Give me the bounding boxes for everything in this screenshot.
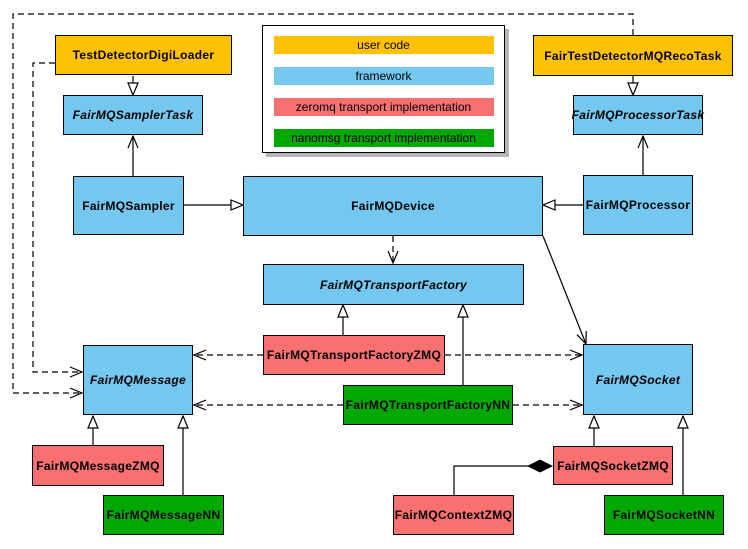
- edge-dependency-recotask-message: [12, 13, 634, 393]
- node-fairmqsocketnn: FairMQSocketNN: [604, 495, 724, 535]
- node-label: FairMQMessage: [90, 373, 186, 387]
- node-label: FairMQTransportFactory: [319, 277, 468, 292]
- node-label: FairMQSampler: [82, 198, 175, 213]
- node-fairmqdevice: FairMQDevice: [243, 176, 543, 236]
- node-label: FairTestDetectorMQRecoTask: [544, 48, 722, 63]
- composition-diamond: [527, 459, 553, 473]
- node-fairmqsocketzmq: FairMQSocketZMQ: [553, 446, 673, 485]
- node-fairmqprocessor: FairMQProcessor: [583, 175, 693, 235]
- node-label: FairMQDevice: [351, 199, 435, 213]
- legend-box: user code framework zeromq transport imp…: [262, 25, 505, 153]
- node-fairmqmessagenn: FairMQMessageNN: [103, 495, 224, 535]
- node-label: FairMQContextZMQ: [394, 508, 513, 522]
- legend-label: nanomsg transport implementation: [291, 131, 476, 145]
- node-fairmqtransportfactoryzmq: FairMQTransportFactoryZMQ: [263, 335, 445, 375]
- node-label: FairMQProcessor: [585, 198, 691, 212]
- node-label: FairMQSocket: [595, 372, 681, 387]
- edge-composition-contextzmq-socketzmq: [453, 465, 534, 495]
- legend-item-user-code: user code: [273, 36, 494, 54]
- node-fairmqprocessortask: FairMQProcessorTask: [571, 95, 705, 135]
- edge-association-device-socket: [542, 235, 586, 344]
- node-fairmqtransportfactorynn: FairMQTransportFactoryNN: [343, 385, 513, 425]
- legend-label: framework: [355, 69, 412, 83]
- node-fairtestdetectormqrecotask: FairTestDetectorMQRecoTask: [533, 35, 733, 76]
- node-fairmqtransportfactory: FairMQTransportFactory: [263, 264, 524, 305]
- node-testdetectordigiloader: TestDetectorDigiLoader: [55, 35, 232, 75]
- node-label: FairMQProcessorTask: [571, 108, 705, 122]
- legend-label: zeromq transport implementation: [295, 100, 472, 114]
- node-label: FairMQTransportFactoryNN: [345, 398, 511, 412]
- legend-item-zeromq: zeromq transport implementation: [273, 98, 494, 116]
- node-fairmqsocket: FairMQSocket: [583, 344, 693, 415]
- node-label: FairMQMessageNN: [106, 508, 221, 522]
- node-fairmqcontextzmq: FairMQContextZMQ: [393, 495, 514, 535]
- node-label: FairMQMessageZMQ: [36, 458, 160, 473]
- legend-item-nanomsg: nanomsg transport implementation: [273, 129, 494, 147]
- node-fairmqmessage: FairMQMessage: [83, 345, 193, 415]
- edge-dependency-digiloader-message: [32, 62, 82, 372]
- legend-item-framework: framework: [273, 67, 494, 85]
- node-fairmqmessagezmq: FairMQMessageZMQ: [32, 445, 164, 486]
- legend-label: user code: [357, 38, 410, 52]
- node-label: FairMQSamplerTask: [72, 108, 194, 122]
- node-label: FairMQTransportFactoryZMQ: [266, 348, 442, 362]
- node-label: TestDetectorDigiLoader: [72, 48, 215, 62]
- node-label: FairMQSocketNN: [612, 508, 716, 522]
- node-label: FairMQSocketZMQ: [557, 458, 669, 473]
- node-fairmqsamplertask: FairMQSamplerTask: [63, 95, 203, 135]
- node-fairmqsampler: FairMQSampler: [73, 176, 184, 235]
